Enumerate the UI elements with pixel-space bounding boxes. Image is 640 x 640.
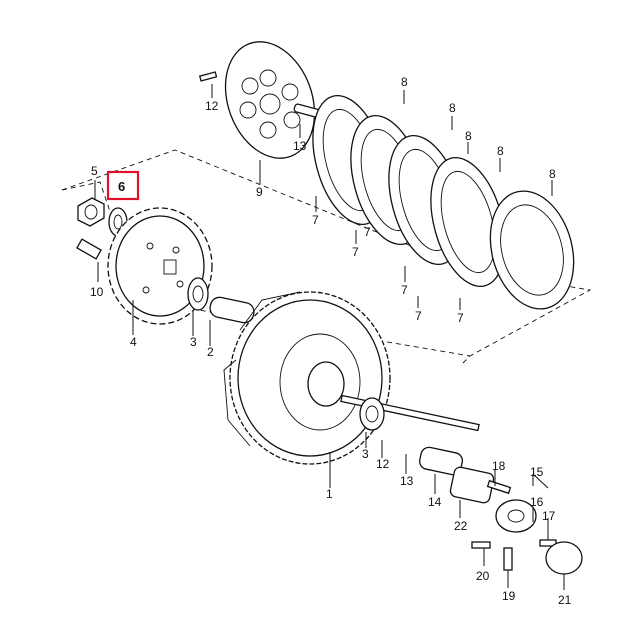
callout-21: 21	[558, 593, 572, 607]
callout-7e: 7	[457, 311, 464, 325]
callout-8e: 8	[549, 167, 556, 181]
callout-8d: 8	[497, 144, 504, 158]
callout-8b: 8	[449, 101, 456, 115]
leader-lines	[94, 84, 565, 590]
callout-6-label: 6	[118, 179, 125, 194]
callout-3b: 3	[362, 447, 369, 461]
callout-16: 16	[530, 495, 544, 509]
callout-7f: 7	[364, 225, 371, 239]
callout-8a: 8	[401, 75, 408, 89]
pressure-plate	[224, 41, 316, 159]
washer-3-upper	[187, 277, 209, 311]
cap-21	[545, 541, 583, 575]
callout-12a: 12	[376, 457, 390, 471]
callout-19: 19	[502, 589, 516, 603]
callout-14: 14	[428, 495, 442, 509]
callout-2: 2	[207, 345, 214, 359]
release-cover-15	[495, 499, 537, 533]
callout-10: 10	[90, 285, 104, 299]
callout-7b: 7	[352, 245, 359, 259]
callout-13: 13	[293, 139, 307, 153]
callout-17: 17	[542, 509, 556, 523]
callout-7c: 7	[401, 283, 408, 297]
collar-2	[209, 296, 255, 324]
spring-19	[503, 547, 513, 571]
callout-15: 15	[530, 465, 544, 479]
callout-22: 22	[454, 519, 468, 533]
clutch-plate-stack	[312, 94, 575, 310]
primary-gear-4	[107, 207, 213, 325]
clutch-housing-1	[223, 291, 391, 465]
screw-10	[76, 238, 102, 260]
callout-1: 1	[326, 487, 333, 501]
callout-9: 9	[256, 185, 263, 199]
callout-4: 4	[130, 335, 137, 349]
callout-3a: 3	[190, 335, 197, 349]
callout-20: 20	[476, 569, 490, 583]
callout-5: 5	[91, 164, 98, 178]
bolt-18	[486, 479, 512, 495]
bolt-20	[471, 541, 491, 549]
callout-18: 18	[492, 459, 506, 473]
washer-3-lower	[359, 397, 385, 431]
callout-8c: 8	[465, 129, 472, 143]
highlight-box	[106, 170, 140, 201]
callout-7d: 7	[415, 309, 422, 323]
release-body-22	[449, 466, 495, 504]
callout-11: 12	[205, 99, 219, 113]
nut-5	[77, 197, 105, 227]
release-lever-14	[419, 446, 463, 476]
callout-12b: 13	[400, 474, 414, 488]
bolt-11	[198, 71, 218, 82]
callout-7a: 7	[312, 213, 319, 227]
